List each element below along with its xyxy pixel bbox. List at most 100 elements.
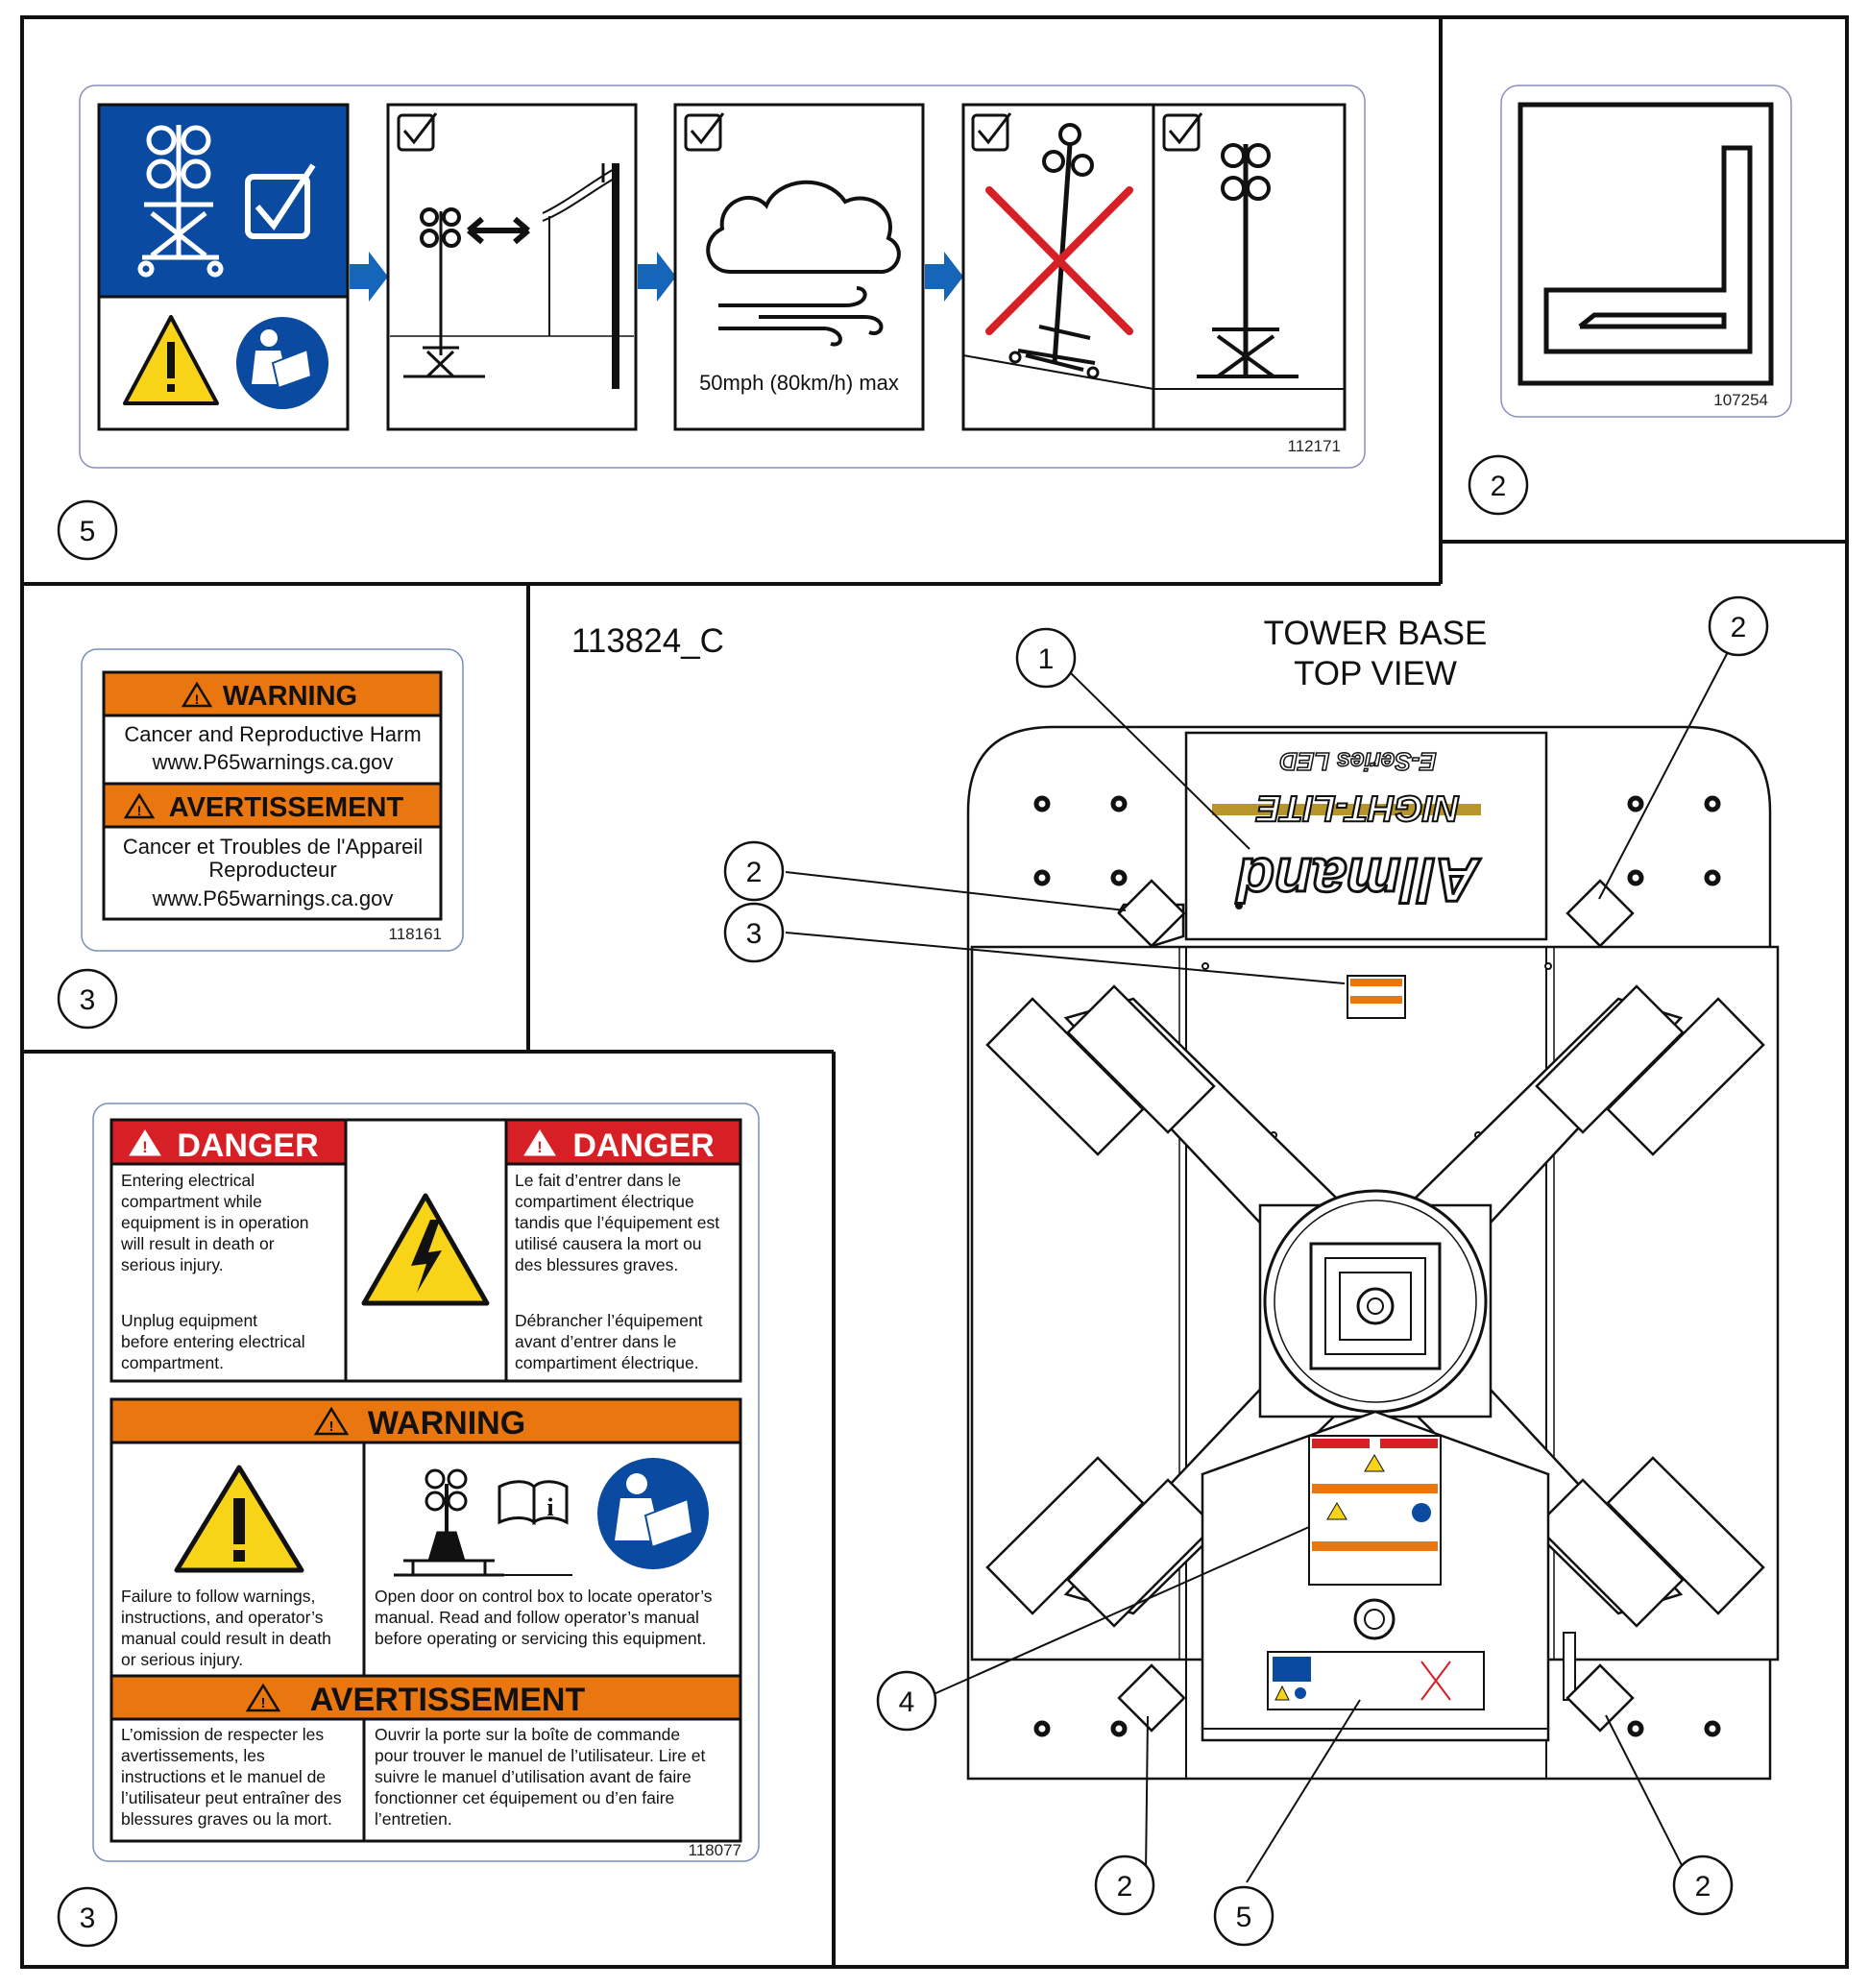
svg-text:l’utilisateur peut entraîner d: l’utilisateur peut entraîner des xyxy=(121,1788,342,1807)
part-number: 118161 xyxy=(389,925,442,943)
svg-text:compartment while: compartment while xyxy=(121,1192,262,1211)
svg-text:compartment.: compartment. xyxy=(121,1353,224,1372)
callout-1: 1 xyxy=(1015,627,1077,689)
callout-4: 4 xyxy=(876,1670,937,1732)
decal-5-miniature xyxy=(1267,1651,1485,1710)
avertissement-text-fr: L’omission de respecter les avertissemen… xyxy=(121,1725,705,1829)
tower-base-top-view: 113824_C TOWER BASE TOP VIEW Allmand NIG… xyxy=(571,615,1780,1781)
view-title: TOP VIEW xyxy=(1294,655,1457,692)
bolt-holes xyxy=(1033,795,1721,1737)
avertissement-heading: AVERTISSEMENT xyxy=(310,1682,586,1718)
svg-text:2: 2 xyxy=(1695,1871,1711,1903)
svg-text:!: ! xyxy=(329,1418,334,1435)
brand-logo: Allmand NIGHT-LITE E-Series LED xyxy=(1212,746,1483,916)
callout-bubbles: 1 2 2 3 4 2 5 2 xyxy=(723,595,1769,1947)
decal-118077: ! DANGER Entering electrical compartment… xyxy=(57,1103,760,1948)
svg-text:suivre le manuel d’utilisation: suivre le manuel d’utilisation avant de … xyxy=(375,1767,692,1786)
svg-text:Le fait d’entrer dans le: Le fait d’entrer dans le xyxy=(515,1171,681,1190)
decal-4-miniature xyxy=(1308,1435,1442,1586)
corner-decals xyxy=(1117,879,1635,1733)
electrical-hazard-icon xyxy=(361,1193,490,1306)
danger-heading-fr: DANGER xyxy=(572,1127,714,1164)
view-title: TOWER BASE xyxy=(1264,615,1488,652)
decal-112171: 50mph (80km/h) max 112171 5 xyxy=(57,85,1366,561)
callout-3: 3 xyxy=(80,984,96,1016)
svg-text:NIGHT-LITE: NIGHT-LITE xyxy=(1255,788,1460,828)
svg-text:3: 3 xyxy=(746,918,763,950)
decal-118161: ! WARNING Cancer and Reproductive Harm w… xyxy=(57,648,464,1030)
svg-text:before entering electrical: before entering electrical xyxy=(121,1332,305,1351)
drawing-id: 113824_C xyxy=(571,622,724,660)
svg-text:Open door on control box to lo: Open door on control box to locate opera… xyxy=(375,1587,713,1606)
svg-text:!: ! xyxy=(537,1138,543,1156)
part-number: 107254 xyxy=(1713,391,1768,409)
leader-lines xyxy=(785,649,1730,1883)
alert-triangle-icon: ! xyxy=(123,792,156,819)
svg-text:compartiment électrique: compartiment électrique xyxy=(515,1192,694,1211)
warning-text: Cancer and Reproductive Harm xyxy=(124,722,421,746)
callout-2: 2 xyxy=(1094,1855,1155,1916)
svg-text:instructions et le manuel de: instructions et le manuel de xyxy=(121,1767,326,1786)
alert-triangle-icon: ! xyxy=(313,1406,350,1436)
callout-2: 2 xyxy=(1491,471,1507,502)
alert-triangle-icon: ! xyxy=(523,1129,556,1156)
part-number: 118077 xyxy=(689,1841,741,1859)
svg-text:E-Series LED: E-Series LED xyxy=(1279,747,1437,776)
svg-text:2: 2 xyxy=(1731,612,1747,643)
svg-text:!: ! xyxy=(261,1695,266,1711)
callout-3: 3 xyxy=(80,1903,96,1934)
svg-text:avertissements, les: avertissements, les xyxy=(121,1746,265,1765)
svg-text:Ouvrir la porte sur la boîte d: Ouvrir la porte sur la boîte de commande xyxy=(375,1725,680,1744)
callout-2: 2 xyxy=(1708,595,1769,657)
svg-text:instructions, and operator’s: instructions, and operator’s xyxy=(121,1608,324,1627)
warning-triangle-icon xyxy=(123,315,219,405)
svg-text:avant d’entrer dans le: avant d’entrer dans le xyxy=(515,1332,676,1351)
check-icon xyxy=(971,112,1203,152)
svg-text:compartiment électrique.: compartiment électrique. xyxy=(515,1353,699,1372)
avertissement-text: Reproducteur xyxy=(208,858,336,882)
svg-text:2: 2 xyxy=(746,857,763,888)
svg-text:or serious injury.: or serious injury. xyxy=(121,1650,243,1669)
light-tower-icon xyxy=(137,125,224,278)
decal-3-miniature xyxy=(1347,975,1406,1019)
panel-borders xyxy=(20,15,1849,1969)
callout-5: 5 xyxy=(80,516,96,547)
alert-triangle-icon: ! xyxy=(245,1683,281,1712)
callout-5: 5 xyxy=(1213,1885,1274,1947)
checkbox-icon xyxy=(245,163,316,239)
svg-text:4: 4 xyxy=(899,1686,915,1718)
check-icon xyxy=(684,112,725,152)
check-icon xyxy=(397,112,438,152)
warning-url: www.P65warnings.ca.gov xyxy=(152,750,394,774)
danger-text-fr: Le fait d’entrer dans le compartiment él… xyxy=(515,1171,719,1372)
svg-text:i: i xyxy=(546,1493,553,1521)
mast-hub xyxy=(1258,1189,1493,1418)
warning-heading: WARNING xyxy=(223,681,357,712)
read-manual-icon xyxy=(597,1458,709,1569)
warning-heading: WARNING xyxy=(368,1405,525,1442)
wind-speed-label: 50mph (80km/h) max xyxy=(699,371,899,395)
powerline-distance-icon xyxy=(390,163,634,389)
svg-text:fonctionner cet équipement ou: fonctionner cet équipement ou d’en faire xyxy=(375,1788,674,1807)
svg-text:Unplug equipment: Unplug equipment xyxy=(121,1311,257,1330)
svg-text:tandis que l’équipement est: tandis que l’équipement est xyxy=(515,1213,719,1232)
svg-text:equipment is in operation: equipment is in operation xyxy=(121,1213,309,1232)
level-tower-icon xyxy=(1153,143,1345,390)
decal-107254: 107254 2 xyxy=(1468,85,1792,516)
warning-triangle-icon xyxy=(174,1465,304,1573)
svg-text:1: 1 xyxy=(1038,643,1055,675)
flow-arrow-icon xyxy=(350,252,963,302)
mandatory-panel xyxy=(99,105,348,297)
danger-heading-en: DANGER xyxy=(177,1127,318,1164)
wind-cloud-icon xyxy=(706,180,901,347)
callout-3: 3 xyxy=(723,902,785,963)
svg-text:L’omission de respecter les: L’omission de respecter les xyxy=(121,1725,324,1744)
callout-2: 2 xyxy=(723,840,785,902)
avertissement-text: Cancer et Troubles de l'Appareil xyxy=(123,835,423,859)
svg-text:!: ! xyxy=(137,803,142,818)
svg-text:5: 5 xyxy=(1236,1902,1252,1933)
svg-text:des blessures graves.: des blessures graves. xyxy=(515,1255,678,1274)
svg-text:before operating or servicing: before operating or servicing this equip… xyxy=(375,1629,706,1648)
svg-text:Allmand: Allmand xyxy=(1235,845,1481,914)
